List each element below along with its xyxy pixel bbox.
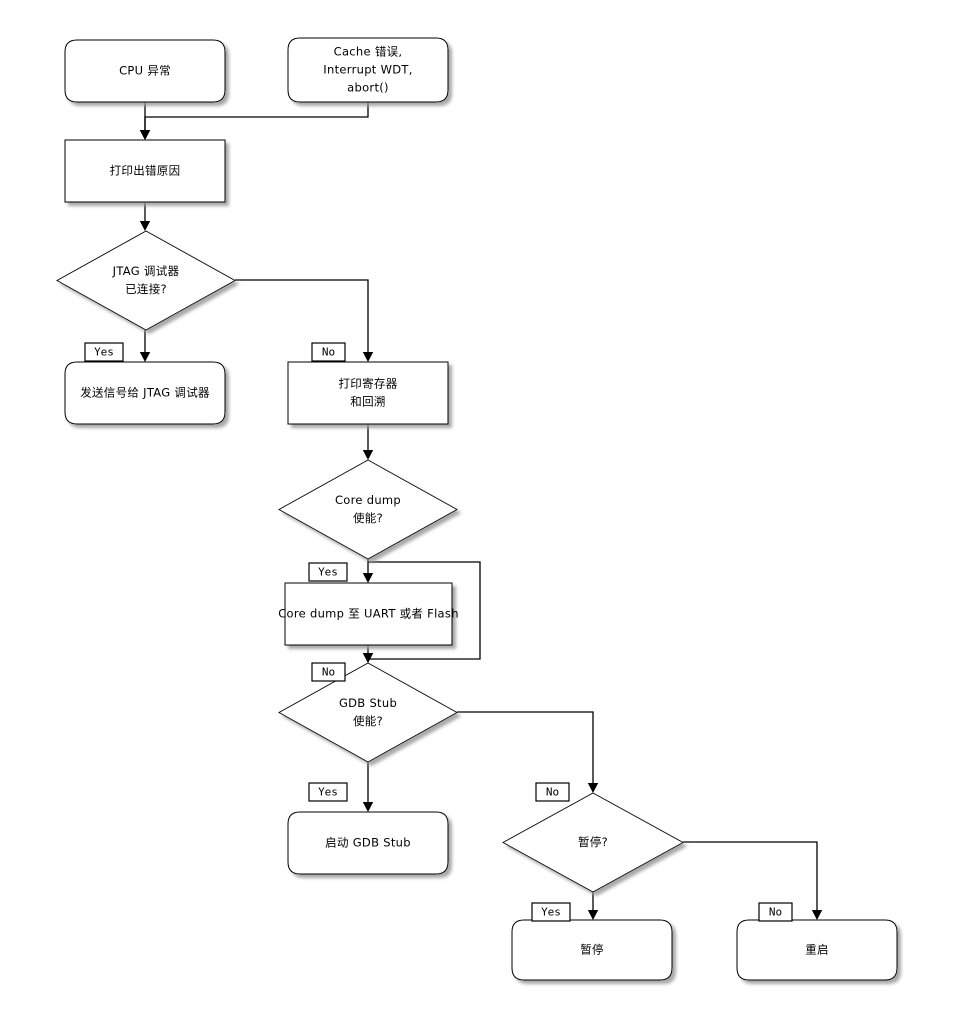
edge-label-text: No <box>322 666 335 679</box>
edge-label-box <box>758 902 793 922</box>
edge-line <box>144 102 369 131</box>
arrow-head-icon <box>139 221 151 231</box>
node-label: 打印寄存器 <box>339 377 398 391</box>
node-cache_error[interactable]: Cache 错误, Interrupt WDT, abort() <box>287 37 449 103</box>
edge-e-cache-to-print <box>139 102 369 140</box>
node-label: 发送信号给 JTAG 调试器 <box>80 386 210 400</box>
edge-e-jtag-yes <box>139 330 151 362</box>
decision-diamond[interactable] <box>502 792 684 893</box>
edge-label-box <box>311 342 346 362</box>
edge-e-gdb-yes <box>362 762 374 812</box>
edge-label-lbl-coredump-yes: Yes <box>308 562 348 582</box>
arrow-head-icon <box>362 653 374 663</box>
edge-e-halt-no <box>683 841 823 920</box>
node-cpu_exception[interactable]: CPU 异常 <box>64 39 226 103</box>
node-label: 打印出错原因 <box>110 164 181 178</box>
edge-label-text: Yes <box>318 786 338 799</box>
node-core_dump_enabled[interactable]: Core dump 使能? <box>278 459 458 560</box>
node-label: Interrupt WDT, <box>323 63 412 77</box>
arrow-head-icon <box>587 783 599 793</box>
edge-label-lbl-jtag-no: No <box>311 342 346 362</box>
edge-label-box <box>311 662 346 682</box>
edge-label-text: No <box>322 346 335 359</box>
node-core_dump_write[interactable]: Core dump 至 UART 或者 Flash <box>278 582 459 646</box>
edge-label-box <box>531 902 571 922</box>
edge-label-lbl-halt-no: No <box>758 902 793 922</box>
edge-label-lbl-gdb-yes: Yes <box>308 782 348 802</box>
node-label: GDB Stub <box>339 696 397 710</box>
arrow-head-icon <box>362 573 374 583</box>
edge-label-text: Yes <box>94 346 114 359</box>
edge-label-lbl-gdb-no: No <box>535 782 570 802</box>
nodes-layer: CPU 异常 Cache 错误, Interrupt WDT, abort() 打印出错… <box>56 37 898 981</box>
node-label: Cache 错误, <box>334 45 403 59</box>
node-label: 使能? <box>353 511 383 525</box>
edge-e-halt-yes <box>587 892 599 920</box>
edge-label-box <box>535 782 570 802</box>
node-label: 暂停 <box>580 943 604 957</box>
edge-label-box <box>84 342 124 362</box>
decision-diamond[interactable] <box>56 230 236 331</box>
arrow-head-icon <box>362 450 374 460</box>
edge-label-lbl-jtag-yes: Yes <box>84 342 124 362</box>
edge-label-text: Yes <box>541 906 561 919</box>
node-label: JTAG 调试器 <box>112 264 180 278</box>
node-reboot[interactable]: 重启 <box>736 919 898 981</box>
edge-label-lbl-halt-yes: Yes <box>531 902 571 922</box>
arrow-head-icon <box>362 352 374 362</box>
process-box[interactable] <box>284 582 453 646</box>
edge-e-coredumpwrite-to-gdb <box>362 645 374 663</box>
edge-label-box <box>308 562 348 582</box>
edge-e-gdb-no <box>457 711 599 793</box>
terminator-box[interactable] <box>64 39 226 103</box>
decision-diamond[interactable] <box>278 459 458 560</box>
edge-e-registers-to-coredump <box>362 424 374 460</box>
terminator-box[interactable] <box>64 361 226 425</box>
node-signal_jtag[interactable]: 发送信号给 JTAG 调试器 <box>64 361 226 425</box>
edge-label-text: No <box>769 906 782 919</box>
node-label: 启动 GDB Stub <box>325 836 411 850</box>
terminator-box[interactable] <box>736 919 898 981</box>
node-start_gdb_stub[interactable]: 启动 GDB Stub <box>287 811 449 875</box>
arrow-head-icon <box>139 130 151 140</box>
arrow-head-icon <box>362 802 374 812</box>
decision-diamond[interactable] <box>278 662 458 763</box>
node-halt[interactable]: 暂停 <box>511 919 673 981</box>
node-label: 已连接? <box>125 282 167 296</box>
arrow-head-icon <box>139 352 151 362</box>
node-label: 暂停? <box>578 835 608 849</box>
node-label: Core dump 至 UART 或者 Flash <box>278 607 459 621</box>
terminator-box[interactable] <box>287 37 449 103</box>
edge-line <box>457 711 594 784</box>
arrow-head-icon <box>811 910 823 920</box>
edge-line <box>235 279 369 353</box>
node-label: 重启 <box>805 943 829 957</box>
edge-label-text: No <box>546 786 559 799</box>
terminator-box[interactable] <box>511 919 673 981</box>
node-label: Core dump <box>335 493 401 507</box>
node-label: 和回溯 <box>350 395 385 409</box>
process-box[interactable] <box>64 139 226 203</box>
node-halt_question[interactable]: 暂停? <box>502 792 684 893</box>
process-box[interactable] <box>287 361 449 425</box>
terminator-box[interactable] <box>287 811 449 875</box>
arrow-head-icon <box>587 910 599 920</box>
edge-e-print-to-jtag <box>139 202 151 231</box>
node-print_error_cause[interactable]: 打印出错原因 <box>64 139 226 203</box>
edge-label-lbl-coredump-no: No <box>311 662 346 682</box>
edge-e-jtag-no <box>235 279 374 362</box>
node-label: 使能? <box>353 714 383 728</box>
edge-line <box>683 841 818 911</box>
edge-label-box <box>308 782 348 802</box>
edge-label-text: Yes <box>318 566 338 579</box>
node-label: CPU 异常 <box>119 64 171 78</box>
edges-layer <box>139 102 823 920</box>
node-gdb_stub_enabled[interactable]: GDB Stub 使能? <box>278 662 458 763</box>
node-label: abort() <box>347 81 389 95</box>
